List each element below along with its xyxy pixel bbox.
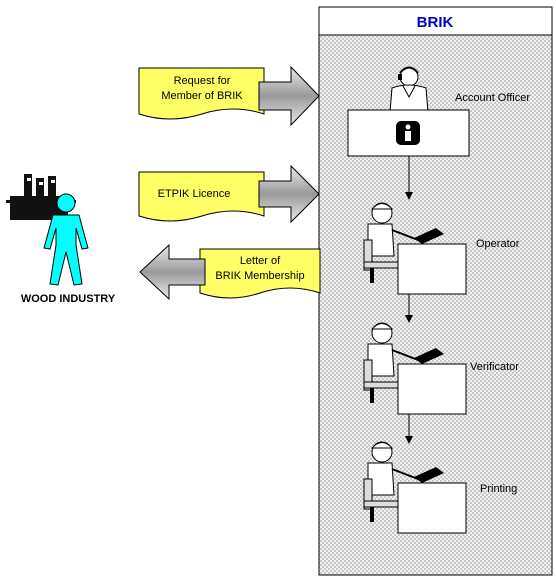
verificator-label: Verificator — [470, 361, 519, 373]
printing-workstation-icon — [363, 441, 467, 534]
letter-arrow — [139, 243, 206, 301]
request-arrow — [258, 65, 320, 127]
operator-workstation-icon — [363, 202, 467, 295]
request-note-line2: Member of BRIK — [161, 90, 243, 102]
brik-title: BRIK — [417, 14, 454, 31]
operator-label: Operator — [476, 238, 520, 250]
licence-note: ETPIK Licence — [138, 171, 265, 222]
account-officer-icon — [389, 66, 429, 113]
licence-note-line1: ETPIK Licence — [158, 188, 231, 200]
printing-label: Printing — [480, 483, 517, 495]
letter-note-line2: BRIK Membership — [215, 270, 304, 282]
request-note-line1: Request for — [174, 75, 231, 87]
letter-note-line1: Letter of — [240, 255, 281, 267]
industry-person-icon — [43, 193, 89, 286]
licence-arrow — [258, 164, 320, 224]
wood-industry-label: WOOD INDUSTRY — [21, 293, 116, 305]
info-desk — [347, 109, 470, 157]
letter-note: Letter of BRIK Membership — [199, 248, 321, 299]
account-officer-label: Account Officer — [455, 92, 530, 104]
verificator-workstation-icon — [363, 322, 467, 415]
brik-panel-header — [318, 6, 553, 36]
request-note: Request for Member of BRIK — [138, 67, 265, 120]
